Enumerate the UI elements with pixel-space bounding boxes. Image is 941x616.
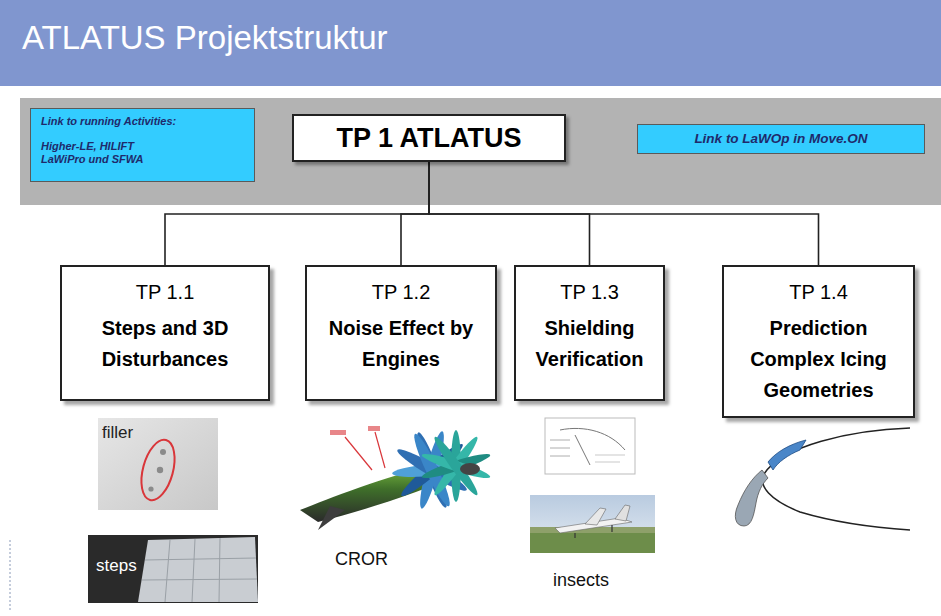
tree-connector — [429, 162, 819, 265]
box-heading: TP 1.3 — [560, 277, 619, 307]
box-heading: Link to running Activities: — [41, 115, 176, 128]
icing-profile — [735, 428, 910, 530]
box-text: Steps and 3D Disturbances — [75, 313, 255, 375]
link-box: Link to running Activities: Higher-LE, HI… — [30, 108, 255, 182]
insects-photo — [530, 495, 655, 553]
box-text: Higher-LE, HILIFT LaWiPro und SFWA — [41, 140, 171, 166]
shielding-sketch — [545, 418, 635, 474]
steps-photo — [88, 535, 258, 603]
picture-label: steps — [96, 557, 137, 576]
root-box: TP 1 ATLATUS — [292, 114, 566, 162]
picture-label: filler — [102, 424, 133, 443]
work-package-box: TP 1.2Noise Effect by Engines — [305, 265, 497, 401]
title-band — [0, 0, 941, 86]
box-heading: TP 1 ATLATUS — [336, 122, 521, 154]
box-text: Noise Effect by Engines — [326, 313, 476, 375]
box-heading: Link to LaWOp in Move.ON — [694, 131, 867, 147]
box-text: Prediction Complex Icing Geometries — [734, 313, 904, 406]
box-heading: TP 1.1 — [136, 277, 195, 307]
filler-photo — [98, 418, 218, 510]
page-title: ATLATUS Projektstruktur — [0, 0, 941, 58]
work-package-box: TP 1.3Shielding Verification — [514, 265, 665, 401]
grey-band — [20, 98, 941, 205]
edge-mark — [10, 540, 11, 612]
tree-connector — [401, 162, 429, 265]
picture-label: insects — [553, 571, 609, 591]
title-bar: ATLATUS Projektstruktur — [0, 0, 941, 86]
picture-label: CROR — [335, 550, 388, 570]
cror-aircraft — [300, 426, 492, 530]
link-box: Link to LaWOp in Move.ON — [637, 124, 925, 154]
work-package-box: TP 1.4Prediction Complex Icing Geometrie… — [722, 265, 915, 418]
box-heading: TP 1.2 — [372, 277, 431, 307]
work-package-box: TP 1.1Steps and 3D Disturbances — [60, 265, 270, 401]
box-text: Shielding Verification — [524, 313, 655, 375]
box-heading: TP 1.4 — [789, 277, 848, 307]
